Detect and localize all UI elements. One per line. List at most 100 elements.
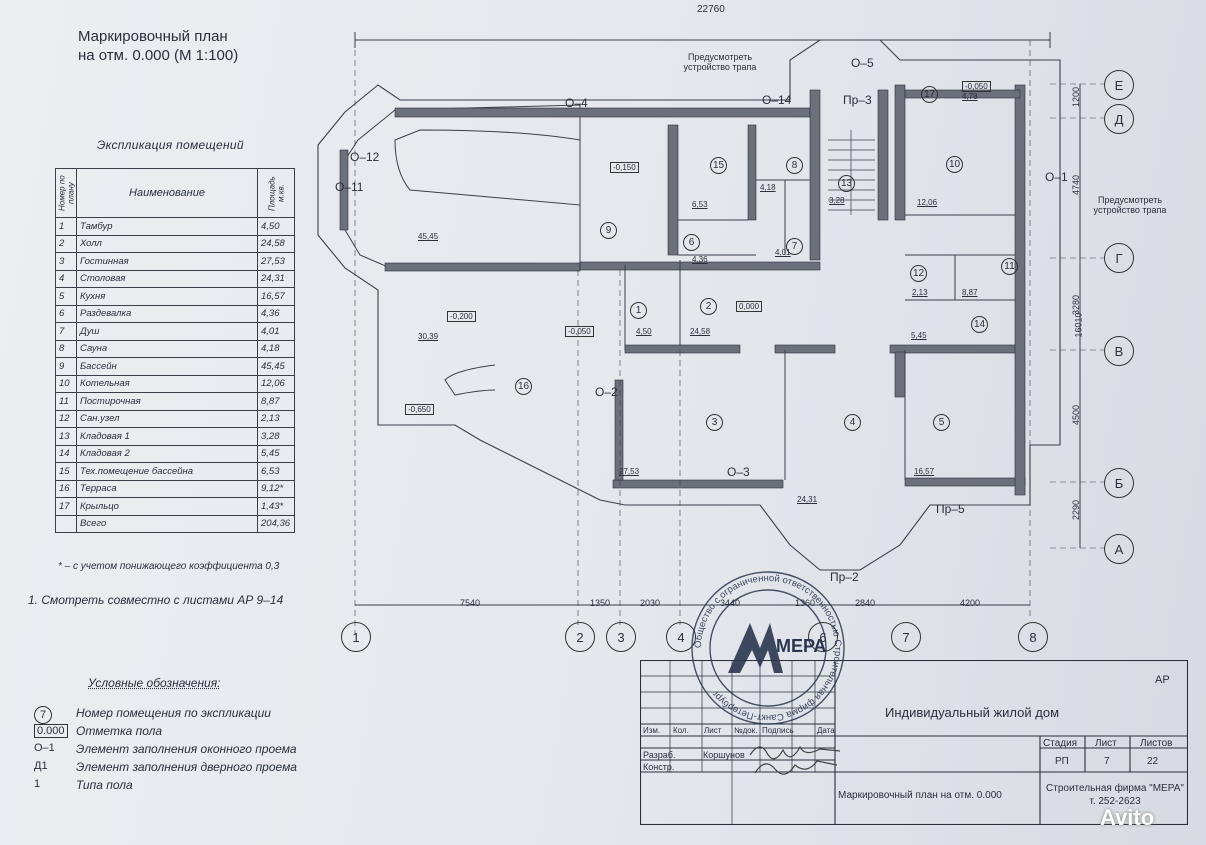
legend-text: Элемент заполнения дверного проема: [76, 760, 297, 774]
window-mark: Пр–2: [830, 570, 859, 584]
explication-table: Номер по плану Наименование Площадь м.кв…: [55, 168, 295, 533]
row-razrab: Разраб.: [643, 750, 676, 760]
dimension-value: 4500: [1071, 404, 1082, 426]
room-area-value: 4,18: [760, 183, 776, 192]
title-block-header-cell: Подпись: [762, 726, 794, 735]
dimension-value: 3440: [720, 598, 741, 608]
stage-header: Стадия: [1043, 738, 1078, 749]
window-mark: Пр–5: [936, 502, 965, 516]
dimension-value: 7540: [460, 598, 481, 608]
room-area-value: 5,45: [911, 331, 927, 340]
title-block-header-cell: Кол.: [673, 726, 689, 735]
window-mark: О–3: [727, 465, 750, 479]
firm-name: Строительная фирма "МЕРА" т. 252-2623: [1046, 783, 1184, 807]
window-mark: О–2: [595, 385, 618, 399]
axis-marker-right: Б: [1104, 468, 1134, 498]
room-number-marker: 4: [844, 414, 861, 431]
room-number-marker: 16: [515, 378, 532, 395]
room-area: 4,18: [257, 339, 295, 358]
company-stamp: Общество с ограниченной ответственностью…: [691, 571, 845, 725]
legend-text: Элемент заполнения оконного проема: [76, 742, 297, 756]
floor-level-mark: -0,050: [565, 326, 594, 337]
explication-heading: Экспликация помещений: [97, 138, 244, 152]
axis-marker-bottom: 1: [341, 622, 371, 652]
window-mark: О–4: [565, 96, 588, 110]
window-mark: О–12: [350, 150, 380, 164]
window-mark: О–11: [335, 180, 364, 194]
dimension-value: 2840: [855, 598, 876, 608]
legend-text: Номер помещения по экспликации: [76, 706, 271, 720]
room-number-marker: 1: [630, 302, 647, 319]
room-number-marker: 8: [786, 157, 803, 174]
floor-level-mark: 0,000: [736, 301, 763, 312]
title-block-header-cell: №док.: [734, 726, 758, 735]
room-number-marker: 10: [946, 156, 963, 173]
window-mark: Пр–3: [843, 93, 872, 107]
room-number-marker: 2: [700, 298, 717, 315]
overall-dimension: 22760: [697, 4, 725, 15]
room-number-marker: 7: [786, 238, 803, 255]
room-area-value: 16,57: [914, 467, 935, 476]
room-area-value: 45,45: [418, 232, 439, 241]
room-area-value: 8,87: [962, 288, 978, 297]
window-mark: О–5: [851, 56, 874, 70]
floor-level-mark: -0,150: [610, 162, 639, 173]
floor-level-mark: -0,650: [405, 404, 434, 415]
sheets-header: Листов: [1140, 738, 1173, 749]
legend-heading: Условные обозначения:: [88, 676, 221, 690]
footnote: * – с учетом понижающего коэффициента 0,…: [58, 561, 280, 572]
legend-symbol: Д1: [34, 760, 48, 772]
room-number-marker: 12: [910, 265, 927, 282]
room-area-value: 24,31: [797, 495, 818, 504]
legend-text: Типа пола: [76, 778, 133, 792]
axis-marker-right: Г: [1104, 243, 1134, 273]
axis-marker-bottom: 2: [565, 622, 595, 652]
legend-symbol: 1: [34, 778, 41, 790]
room-number-marker: 3: [706, 414, 723, 431]
legend-symbol: 0.000: [34, 724, 68, 738]
row-konstr: Констр.: [643, 762, 675, 772]
legend-symbol: 7: [34, 706, 52, 724]
axis-marker-bottom: 4: [666, 622, 696, 652]
window-mark: О–14: [762, 93, 792, 107]
axis-marker-right: А: [1104, 534, 1134, 564]
legend-symbol: О–1: [34, 742, 55, 754]
room-area-value: 3,28: [829, 196, 845, 205]
svg-text:МЕРА: МЕРА: [776, 636, 826, 656]
room-area-value: 4,50: [636, 327, 652, 336]
floor-level-mark: -0,050: [962, 81, 991, 92]
axis-marker-bottom: 8: [1018, 622, 1048, 652]
room-area-value: 24,58: [690, 327, 711, 336]
author-name: Коршунов: [703, 750, 745, 760]
dimension-value: 2290: [1071, 499, 1082, 521]
dimension-value: 1350: [590, 598, 611, 608]
axis-marker-right: Д: [1104, 104, 1134, 134]
project-name: Индивидуальный жилой дом: [885, 705, 1060, 720]
drawing-name: Маркировочный план на отм. 0.000: [838, 790, 1002, 801]
sheet-header: Лист: [1095, 738, 1117, 749]
axis-marker-bottom: 7: [891, 622, 921, 652]
dimension-value: 16010: [1073, 312, 1084, 338]
window-mark: О–1: [1045, 170, 1068, 184]
room-number-marker: 11: [1001, 258, 1018, 275]
legend-text: Отметка пола: [76, 724, 163, 738]
room-area-value: 2,13: [912, 288, 928, 297]
room-number-marker: 9: [600, 222, 617, 239]
title-block-header-cell: Изм.: [643, 726, 661, 735]
dimension-value: 4200: [960, 598, 981, 608]
axis-marker-bottom: 3: [606, 622, 636, 652]
plan-title-line1: Маркировочный план: [78, 28, 228, 45]
room-area-value: 6,53: [692, 200, 708, 209]
room-number-marker: 14: [971, 316, 988, 333]
signature: [749, 745, 841, 775]
title-block: АР Индивидуальный жилой дом Изм.Кол.Лист…: [640, 660, 1188, 825]
